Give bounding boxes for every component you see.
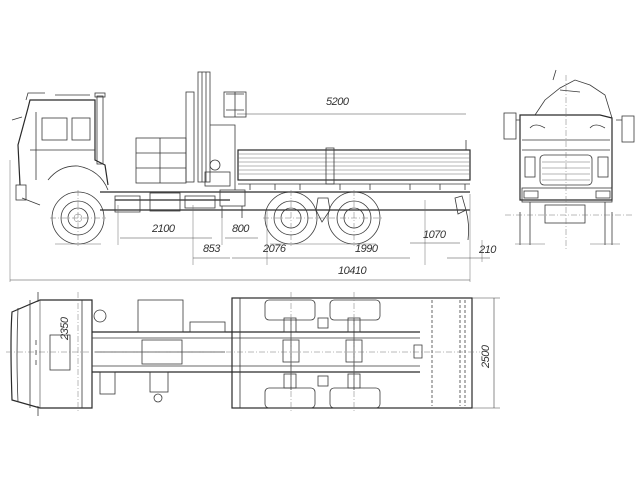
dim-800: 800: [232, 223, 249, 235]
dim-axle-spacing: 1990: [355, 243, 378, 255]
dim-overall-length: 10410: [338, 265, 367, 277]
side-dimension-lines: [10, 113, 490, 281]
dim-hitch-offset: 210: [479, 244, 496, 256]
flatbed-side: [237, 140, 471, 190]
dim-body-width: 2500: [480, 345, 492, 368]
side-view: [9, 71, 483, 282]
dim-rear-overhang: 1070: [423, 229, 446, 241]
front-view: [503, 69, 635, 250]
dim-crane-zone: 2100: [152, 223, 175, 235]
cab-side: [11, 92, 109, 246]
crane-side: [185, 71, 247, 218]
toolbox: [135, 137, 187, 184]
dim-853: 853: [203, 243, 220, 255]
rear-tandem: [263, 190, 382, 246]
top-view: [6, 292, 480, 416]
dim-body-length: 5200: [326, 96, 349, 108]
dim-wheelbase-front: 2076: [263, 243, 286, 255]
top-dimension-lines: [39, 297, 500, 409]
dim-cab-width: 2350: [59, 317, 71, 340]
